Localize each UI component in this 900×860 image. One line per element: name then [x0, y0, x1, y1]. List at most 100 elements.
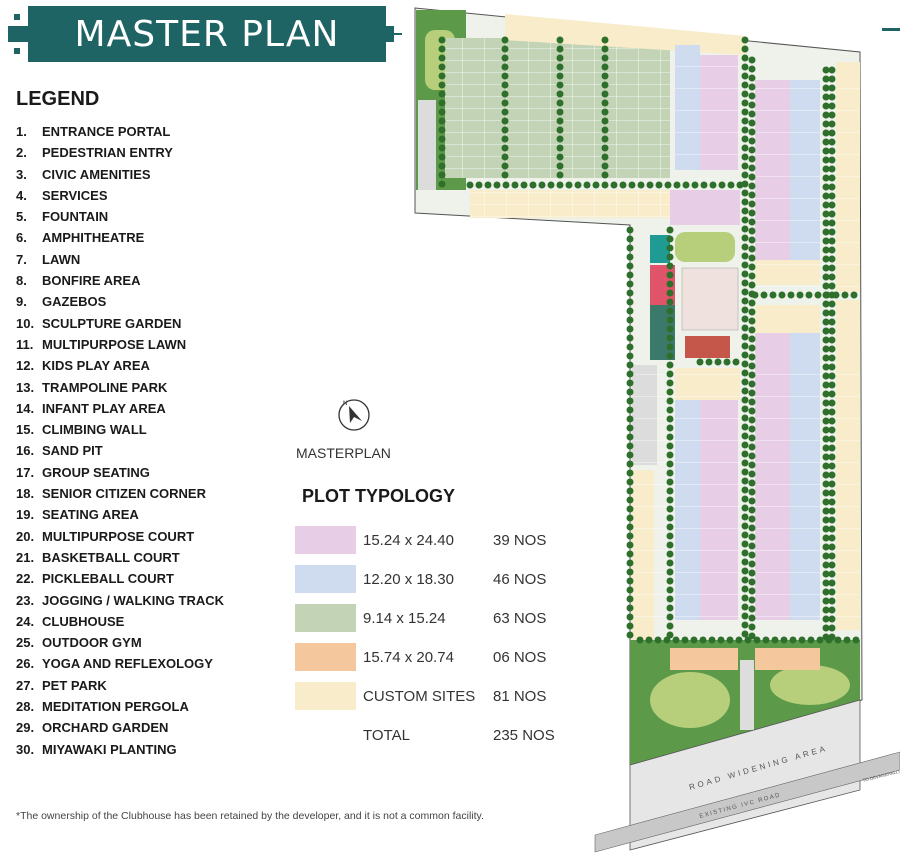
legend-item: 22. PICKLEBALL COURT — [16, 571, 224, 592]
north-arrow-icon: N — [338, 399, 370, 431]
legend-number: 23. — [16, 592, 35, 608]
lawn — [650, 672, 730, 728]
plot-block-orange — [755, 648, 820, 670]
legend-number: 7. — [16, 251, 27, 267]
typology-count: 46 NOS — [493, 570, 547, 588]
legend-label: SENIOR CITIZEN CORNER — [42, 486, 206, 502]
legend-number: 24. — [16, 613, 35, 629]
plot-block-pink — [670, 190, 740, 225]
legend-label: OUTDOOR GYM — [42, 635, 142, 651]
legend-item: 21.BASKETBALL COURT — [16, 550, 224, 571]
legend-item: 10.SCULPTURE GARDEN — [16, 316, 224, 337]
legend-number: 12. — [16, 358, 35, 374]
legend-number: 30. — [16, 741, 35, 757]
legend-number: 2. — [16, 145, 27, 161]
legend-label: CLUBHOUSE — [42, 613, 125, 629]
legend-label: BASKETBALL COURT — [42, 549, 180, 565]
north-label: N — [343, 401, 347, 407]
legend-label: CIVIC AMENITIES — [42, 166, 151, 182]
legend-item: 23.JOGGING / WALKING TRACK — [16, 593, 224, 614]
legend-label: CLIMBING WALL — [42, 422, 147, 438]
legend-label: INFANT PLAY AREA — [42, 400, 166, 416]
legend-number: 25. — [16, 635, 35, 651]
plot-typology-title: PLOT TYPOLOGY — [302, 486, 456, 506]
legend-number: 15. — [16, 422, 35, 438]
site-plan-map: ROAD WIDENING AREA EXISTING IVC ROAD TO … — [414, 7, 900, 853]
legend-title: LEGEND — [16, 88, 100, 110]
plot-block-custom — [505, 14, 745, 55]
lawn — [770, 665, 850, 705]
legend-label: KIDS PLAY AREA — [42, 358, 150, 374]
existing-road — [594, 751, 900, 853]
typology-swatch — [295, 565, 356, 593]
legend-number: 10. — [16, 315, 35, 331]
legend-item: 19.SEATING AREA — [16, 507, 224, 528]
legend-number: 8. — [16, 273, 27, 289]
typology-size: 12.20 x 18.30 — [363, 570, 454, 588]
legend-label: LAWN — [42, 251, 81, 267]
legend-number: 5. — [16, 209, 27, 225]
legend-item: 18. SENIOR CITIZEN CORNER — [16, 486, 224, 507]
legend-item: 8.BONFIRE AREA — [16, 273, 224, 294]
legend-label: GROUP SEATING — [42, 464, 150, 480]
legend-label: SERVICES — [42, 187, 108, 203]
legend-item: 20. MULTIPURPOSE COURT — [16, 529, 224, 550]
legend-item: 12. KIDS PLAY AREA — [16, 358, 224, 379]
legend-item: 28.MEDITATION PERGOLA — [16, 699, 224, 720]
legend-label: YOGA AND REFLEXOLOGY — [42, 656, 213, 672]
plot-grid — [755, 80, 860, 290]
outdoor-gym — [685, 336, 730, 358]
legend-label: PET PARK — [42, 677, 107, 693]
legend-number: 18. — [16, 486, 35, 502]
banner-line — [390, 33, 402, 35]
page-title: MASTER PLAN — [74, 14, 340, 55]
legend-number: 22. — [16, 571, 35, 587]
legend-number: 20. — [16, 528, 35, 544]
legend-item: 25. OUTDOOR GYM — [16, 635, 224, 656]
legend-item: 9.GAZEBOS — [16, 294, 224, 315]
legend-item: 16.SAND PIT — [16, 443, 224, 464]
plot-block-custom — [755, 305, 820, 333]
typology-swatch — [295, 604, 356, 632]
legend-number: 6. — [16, 230, 27, 246]
legend-number: 28. — [16, 699, 35, 715]
total-label: TOTAL — [363, 726, 410, 744]
legend-number: 13. — [16, 379, 35, 395]
legend-label: PICKLEBALL COURT — [42, 571, 174, 587]
legend-item: 3. CIVIC AMENITIES — [16, 167, 224, 188]
legend-item: 2.PEDESTRIAN ENTRY — [16, 145, 224, 166]
typology-size: 15.24 x 24.40 — [363, 531, 454, 549]
legend-label: AMPHITHEATRE — [42, 230, 145, 246]
footnote: *The ownership of the Clubhouse has been… — [16, 810, 484, 822]
legend-label: FOUNTAIN — [42, 209, 109, 225]
legend-item: 24. CLUBHOUSE — [16, 614, 224, 635]
typology-row: 12.20 x 18.30 46 NOS — [295, 565, 546, 593]
legend-item: 27. PET PARK — [16, 678, 224, 699]
tree-rows — [438, 36, 864, 644]
legend-number: 9. — [16, 294, 27, 310]
legend-number: 29. — [16, 720, 35, 736]
legend-number: 27. — [16, 677, 35, 693]
legend-label: MULTIPURPOSE COURT — [42, 528, 195, 544]
legend-number: 1. — [16, 124, 27, 139]
title-banner: MASTER PLAN — [28, 6, 386, 62]
typology-count: 63 NOS — [493, 609, 547, 627]
legend-label: ORCHARD GARDEN — [42, 720, 169, 736]
legend-label: MIYAWAKI PLANTING — [42, 741, 177, 757]
legend-item: 11.MULTIPURPOSE LAWN — [16, 337, 224, 358]
legend-item: 5. FOUNTAIN — [16, 209, 224, 230]
legend-number: 11. — [16, 336, 34, 352]
typology-swatch — [295, 682, 356, 710]
banner-decoration — [14, 48, 20, 54]
entrance-portal — [740, 660, 754, 730]
kids-play-area — [650, 235, 670, 263]
masterplan-label: MASTERPLAN — [296, 445, 391, 461]
legend-item: 4.SERVICES — [16, 188, 224, 209]
typology-count: 06 NOS — [493, 648, 547, 666]
legend-item: 15. CLIMBING WALL — [16, 422, 224, 443]
legend-number: 3. — [16, 166, 27, 182]
